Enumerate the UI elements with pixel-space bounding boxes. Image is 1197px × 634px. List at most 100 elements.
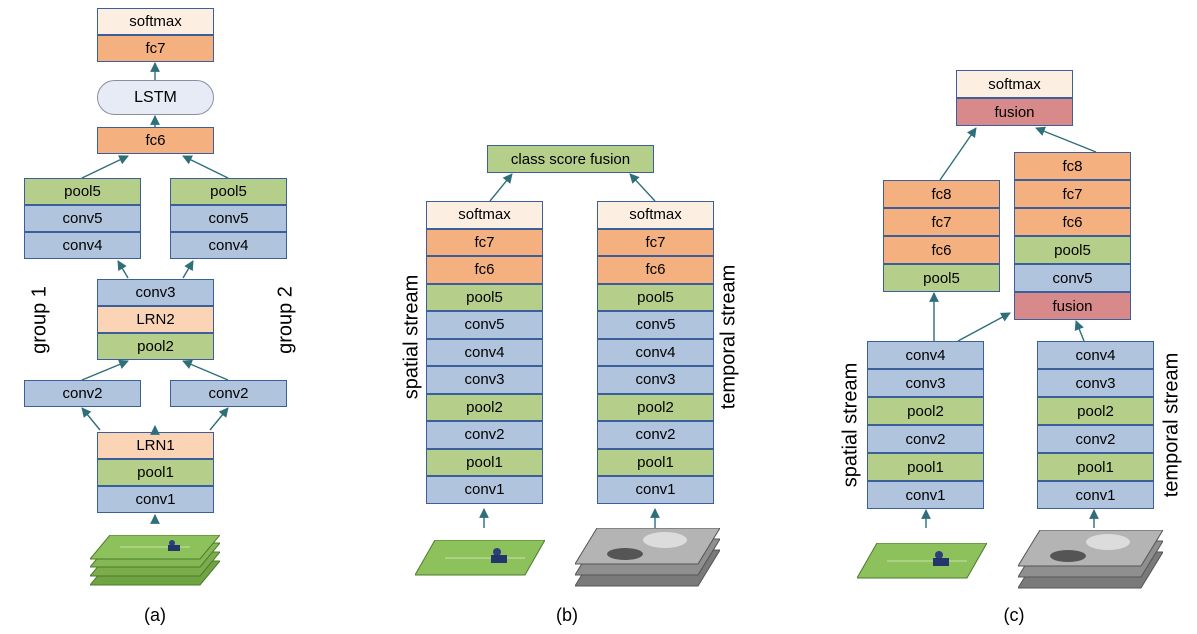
c-temporal-conv4-label: conv4 — [1075, 346, 1116, 364]
a-pool2-label: pool2 — [137, 338, 174, 355]
b-caption: (b) — [556, 605, 578, 625]
c-temporal-pool2-box: pool2 — [1037, 397, 1154, 425]
a-lstm-label: LSTM — [134, 88, 177, 106]
c-left-upper-pool5-label: pool5 — [923, 269, 960, 287]
a-right-conv2-label: conv2 — [208, 385, 249, 402]
c-rgb-frame-image — [857, 543, 987, 579]
c-temporal-pool2-label: pool2 — [1077, 402, 1114, 420]
b-spatial-conv4-box: conv4 — [426, 338, 543, 366]
c-optical-flow-image — [1018, 530, 1163, 589]
c-temporal-pool1-box: pool1 — [1037, 453, 1154, 481]
b-temporal-pool2-label: pool2 — [637, 398, 674, 416]
c-left-upper-fc6-label: fc6 — [931, 241, 952, 259]
a-left-conv5-label: conv5 — [62, 210, 103, 227]
a-caption: (a) — [144, 605, 166, 625]
a-pool2-box: pool2 — [97, 333, 214, 360]
c-temporal-pool1-label: pool1 — [1077, 458, 1114, 476]
b-spatial-softmax-label: softmax — [458, 206, 511, 224]
c-softmax-box: softmax — [956, 70, 1073, 98]
b-spatial-pool5-box: pool5 — [426, 283, 543, 311]
c-spatial-conv4-box: conv4 — [867, 341, 984, 369]
b-temporal-pool5-box: pool5 — [597, 283, 714, 311]
b-spatial-pool5-label: pool5 — [466, 288, 503, 306]
a-rgb-frames-image — [90, 535, 220, 586]
c-spatial-conv2-box: conv2 — [867, 425, 984, 453]
c-fusion-top-label: fusion — [994, 103, 1035, 121]
flow-arrow — [182, 155, 229, 179]
b-spatial-conv5-box: conv5 — [426, 311, 543, 339]
b-spatial-softmax-box: softmax — [426, 201, 543, 229]
b-temporal-conv3-label: conv3 — [635, 371, 676, 389]
c-spatial-conv4-label: conv4 — [905, 346, 946, 364]
c-temporal-conv3-label: conv3 — [1075, 374, 1116, 392]
flow-arrow — [1035, 126, 1097, 153]
c-left-upper-fc7-box: fc7 — [883, 208, 1000, 236]
a-right-pool5-label: pool5 — [210, 183, 247, 200]
a-fc6-box: fc6 — [97, 127, 214, 154]
a-right-conv2-box: conv2 — [170, 380, 287, 407]
c-right-upper-pool5-label: pool5 — [1054, 241, 1091, 259]
b-temporal-fc7-label: fc7 — [645, 233, 666, 251]
a-softmax-label: softmax — [129, 13, 182, 30]
a-lrn1-label: LRN1 — [136, 437, 175, 454]
b-spatial-conv2-label: conv2 — [464, 426, 505, 444]
flow-arrow — [81, 407, 101, 431]
a-pool1-label: pool1 — [137, 464, 174, 481]
b-spatial-fc7-label: fc7 — [474, 233, 495, 251]
a-conv3-label: conv3 — [135, 284, 176, 301]
c-right-upper-fc7-box: fc7 — [1014, 180, 1131, 208]
c-softmax-label: softmax — [988, 75, 1041, 93]
b-spatial-conv5-label: conv5 — [464, 316, 505, 334]
flow-arrow — [182, 260, 194, 279]
c-temporal-conv1-label: conv1 — [1075, 486, 1116, 504]
b-temporal-softmax-box: softmax — [597, 201, 714, 229]
b-spatial-conv2-box: conv2 — [426, 421, 543, 449]
b-temporal-pool1-box: pool1 — [597, 448, 714, 476]
c-spatial-pool2-label: pool2 — [907, 402, 944, 420]
c-spatial-pool1-box: pool1 — [867, 453, 984, 481]
c-right-upper-fc7-label: fc7 — [1062, 185, 1083, 203]
flow-arrow — [957, 312, 1011, 342]
a-fc7-box: fc7 — [97, 35, 214, 62]
a-left-conv4-box: conv4 — [24, 232, 141, 259]
c-left-upper-fc6-box: fc6 — [883, 236, 1000, 264]
c-right-upper-fc8-box: fc8 — [1014, 152, 1131, 180]
b-temporal-conv3-box: conv3 — [597, 366, 714, 394]
c-spatial-pool2-box: pool2 — [867, 397, 984, 425]
b-temporal-softmax-label: softmax — [629, 206, 682, 224]
flow-arrow — [209, 407, 229, 431]
a-left-conv2-box: conv2 — [24, 380, 141, 407]
a-conv1-box: conv1 — [97, 486, 214, 513]
b-spatial-conv3-box: conv3 — [426, 366, 543, 394]
b-spatial-pool2-label: pool2 — [466, 398, 503, 416]
b-temporal-pool1-label: pool1 — [637, 453, 674, 471]
a-left-conv2-label: conv2 — [62, 385, 103, 402]
b-temporal-fc6-box: fc6 — [597, 256, 714, 284]
c-left-upper-fc7-label: fc7 — [931, 213, 952, 231]
c-temporal-conv4-box: conv4 — [1037, 341, 1154, 369]
flow-arrow — [81, 359, 129, 381]
a-left-pool5-label: pool5 — [64, 183, 101, 200]
c-temporal-conv1-box: conv1 — [1037, 481, 1154, 509]
a-right-conv5-label: conv5 — [208, 210, 249, 227]
c-right-upper-conv5-box: conv5 — [1014, 264, 1131, 292]
a-pool1-box: pool1 — [97, 459, 214, 486]
b-temporal-conv4-label: conv4 — [635, 343, 676, 361]
c-left-upper-fc8-box: fc8 — [883, 180, 1000, 208]
b-rgb-frame-image — [415, 540, 545, 576]
a-lrn1-box: LRN1 — [97, 432, 214, 459]
c-caption: (c) — [1003, 605, 1025, 625]
flow-arrow — [1074, 320, 1085, 342]
a-lrn2-box: LRN2 — [97, 306, 214, 333]
c-spatial-conv3-label: conv3 — [905, 374, 946, 392]
c-right-upper-fc8-label: fc8 — [1062, 157, 1083, 175]
a-right-pool5-box: pool5 — [170, 178, 287, 205]
b-spatial-fc7-box: fc7 — [426, 228, 543, 256]
b-temporal-fc6-label: fc6 — [645, 261, 666, 279]
a-left-conv4-label: conv4 — [62, 237, 103, 254]
c-right-upper-fc6-label: fc6 — [1062, 213, 1083, 231]
b-spatial-conv1-box: conv1 — [426, 476, 543, 504]
c-spatial-conv3-box: conv3 — [867, 369, 984, 397]
b-temporal-pool2-box: pool2 — [597, 393, 714, 421]
b-spatial-pool2-box: pool2 — [426, 393, 543, 421]
